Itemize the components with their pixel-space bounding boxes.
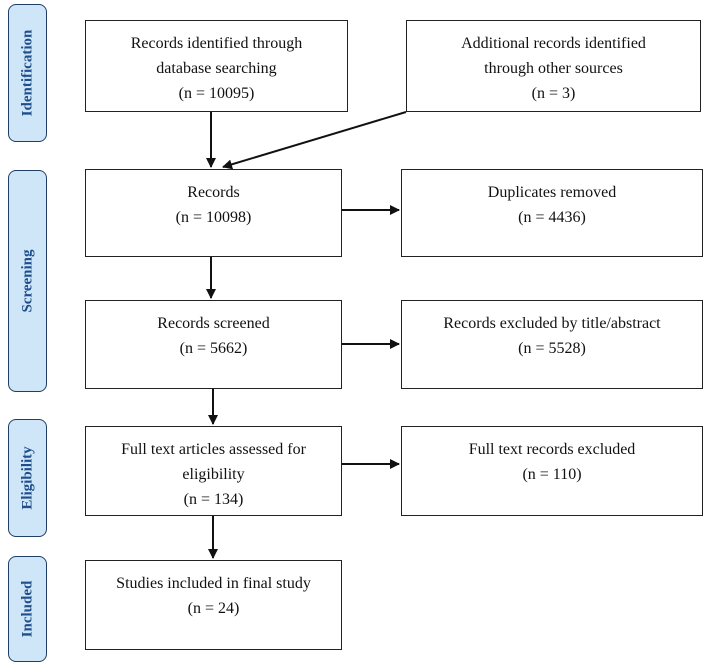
box-other-sources-text: Additional records identified through ot… <box>461 35 646 102</box>
box-records: Records (n = 10098) <box>85 169 342 257</box>
arrow-other-sources-to-records <box>222 111 407 170</box>
box-records-screened: Records screened (n = 5662) <box>85 300 342 389</box>
box-studies-included-text: Studies included in final study (n = 24) <box>116 575 311 617</box>
phase-identification: Identification <box>8 4 47 142</box>
box-full-text-excluded: Full text records excluded (n = 110) <box>401 426 703 516</box>
phase-included: Included <box>8 556 47 662</box>
box-full-text-assessed-text: Full text articles assessed for eligibil… <box>121 441 306 508</box>
box-studies-included: Studies included in final study (n = 24) <box>85 560 342 650</box>
box-excluded-title-abstract-text: Records excluded by title/abstract (n = … <box>443 315 661 357</box>
phase-eligibility: Eligibility <box>8 419 47 537</box>
box-records-screened-text: Records screened (n = 5662) <box>157 315 270 357</box>
box-other-sources: Additional records identified through ot… <box>406 20 701 112</box>
box-full-text-assessed: Full text articles assessed for eligibil… <box>85 426 342 516</box>
box-duplicates-removed: Duplicates removed (n = 4436) <box>401 169 703 257</box>
box-full-text-excluded-text: Full text records excluded (n = 110) <box>468 441 636 483</box>
box-database-search-text: Records identified through database sear… <box>130 35 303 102</box>
box-records-text: Records (n = 10098) <box>175 184 252 226</box>
box-database-search: Records identified through database sear… <box>85 20 348 112</box>
box-duplicates-removed-text: Duplicates removed (n = 4436) <box>487 184 617 226</box>
phase-screening: Screening <box>8 170 47 392</box>
box-excluded-title-abstract: Records excluded by title/abstract (n = … <box>401 300 703 389</box>
